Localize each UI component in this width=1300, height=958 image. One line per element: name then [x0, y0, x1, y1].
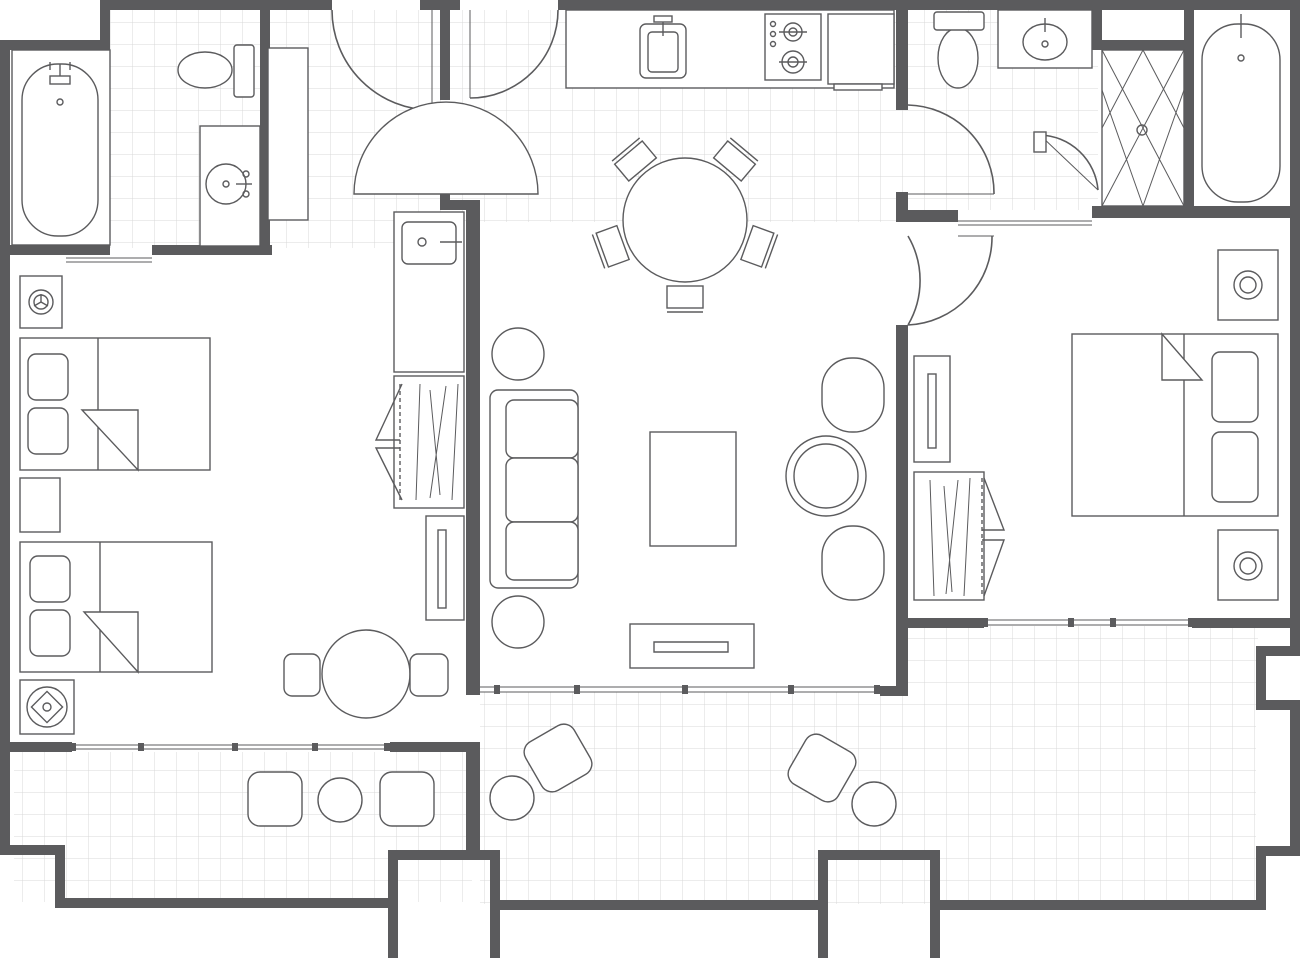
closet-left — [393, 375, 465, 509]
left-bathroom — [11, 44, 309, 247]
refrigerator — [827, 13, 895, 85]
balcony-right — [489, 723, 897, 827]
toilet-right — [937, 27, 979, 89]
closet-right — [913, 471, 985, 601]
armchair-1 — [821, 357, 885, 433]
doors — [331, 0, 1099, 326]
bathtub-left — [21, 63, 99, 237]
end-table — [785, 435, 867, 517]
kitchen — [565, 9, 895, 91]
bathtub-right — [1201, 23, 1281, 203]
armchair-2 — [821, 525, 885, 601]
living-room — [489, 327, 885, 669]
left-bedroom — [19, 211, 465, 735]
coffee-table — [649, 431, 737, 547]
right-bedroom — [913, 249, 1279, 601]
dining-table — [591, 137, 779, 313]
windows — [66, 220, 1194, 751]
table-left — [321, 629, 411, 719]
toilet-left — [177, 51, 233, 89]
right-bathroom — [933, 9, 1281, 207]
balcony-left — [247, 771, 435, 827]
